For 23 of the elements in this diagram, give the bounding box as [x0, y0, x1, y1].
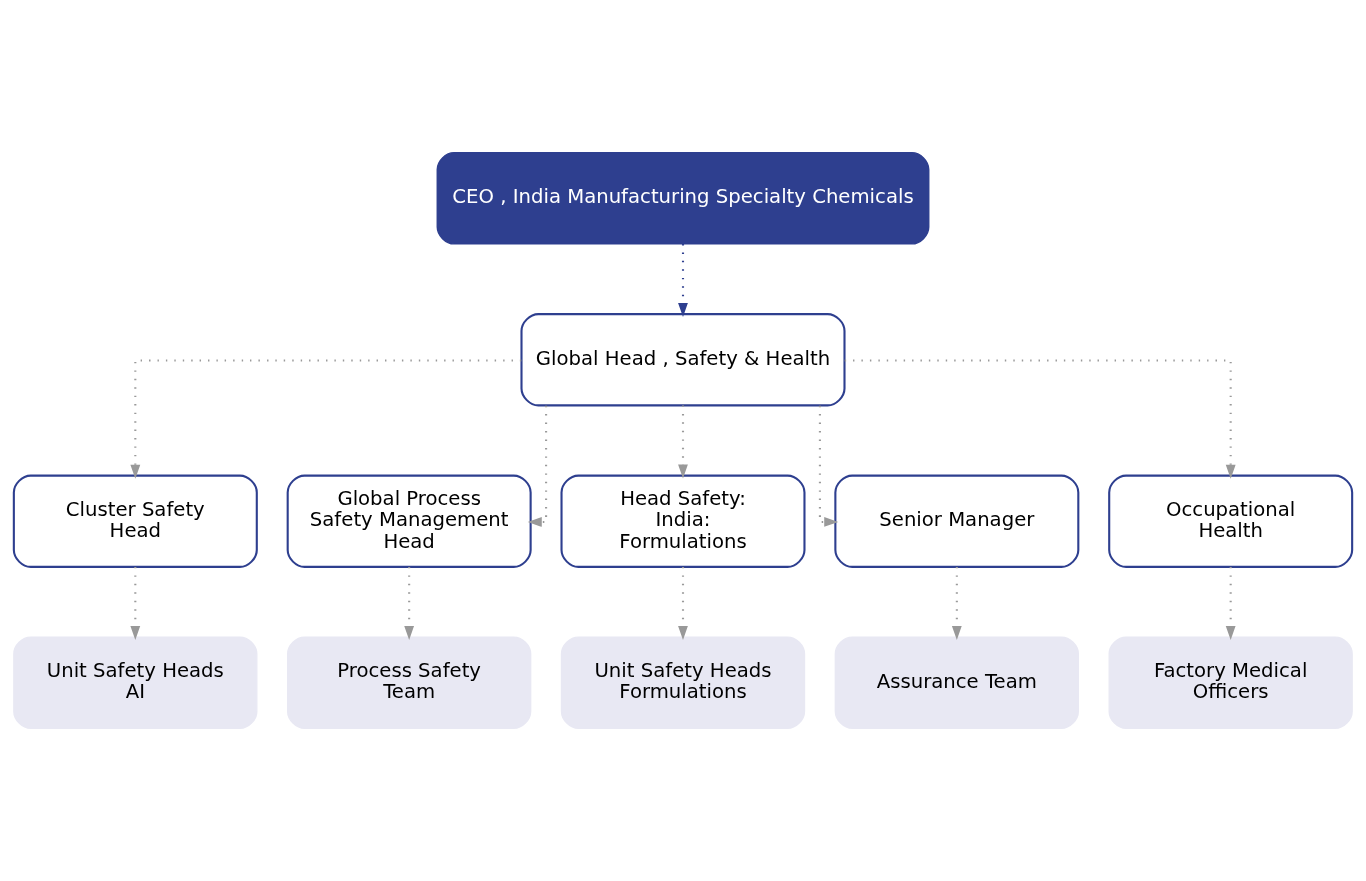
arrow	[130, 359, 522, 479]
node-box: Factory Medical Officers	[1108, 636, 1353, 730]
arrow	[678, 567, 688, 640]
arrow	[678, 244, 688, 317]
node-box: Head Safety: India: Formulations	[560, 474, 806, 568]
arrow	[404, 567, 415, 640]
node-box: Cluster Safety Head	[12, 474, 258, 568]
arrow	[527, 405, 548, 527]
arrow	[1225, 567, 1236, 640]
node-box: Occupational Health	[1108, 474, 1354, 568]
node-box: CEO , India Manufacturing Specialty Chemicals	[436, 151, 930, 245]
node-box: Senior Manager	[834, 474, 1080, 568]
arrow	[678, 405, 688, 479]
node-box: Unit Safety Heads Formulations	[560, 636, 806, 730]
node-box: Unit Safety Heads AI	[13, 636, 258, 730]
node-box: Global Head , Safety & Health	[520, 313, 846, 407]
arrow	[130, 567, 141, 640]
node-box: Global Process Safety Management Head	[286, 474, 532, 568]
arrow	[844, 359, 1236, 479]
node-box: Assurance Team	[834, 636, 1079, 730]
node-box: Process Safety Team	[287, 636, 532, 730]
arrow	[951, 567, 962, 640]
arrow	[818, 405, 839, 527]
